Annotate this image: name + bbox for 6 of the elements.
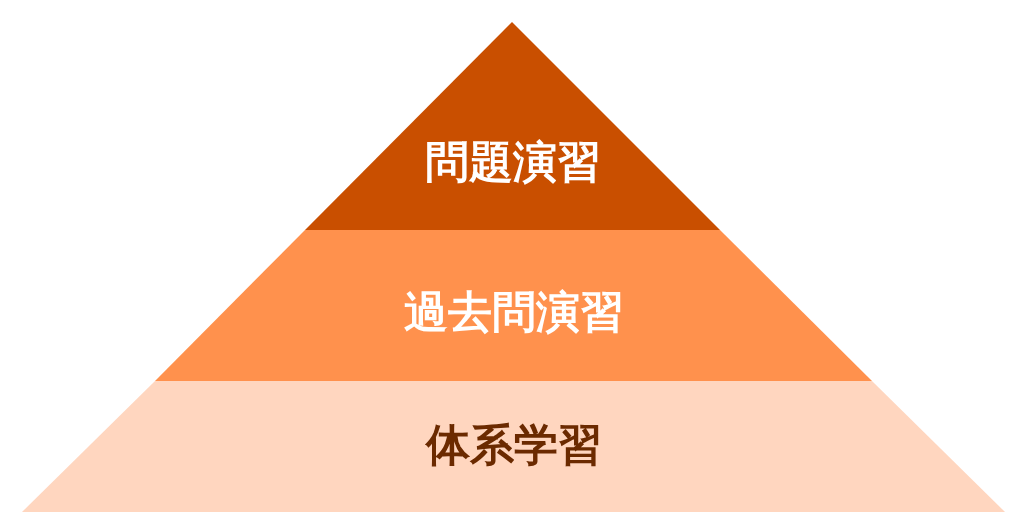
pyramid-tier bbox=[155, 230, 872, 381]
tier-label: 問題演習 bbox=[424, 140, 601, 184]
pyramid-tier bbox=[305, 22, 720, 230]
tier-label: 体系学習 bbox=[425, 423, 602, 467]
tier-label: 過去問演習 bbox=[403, 290, 624, 334]
pyramid-tier bbox=[22, 381, 1005, 512]
